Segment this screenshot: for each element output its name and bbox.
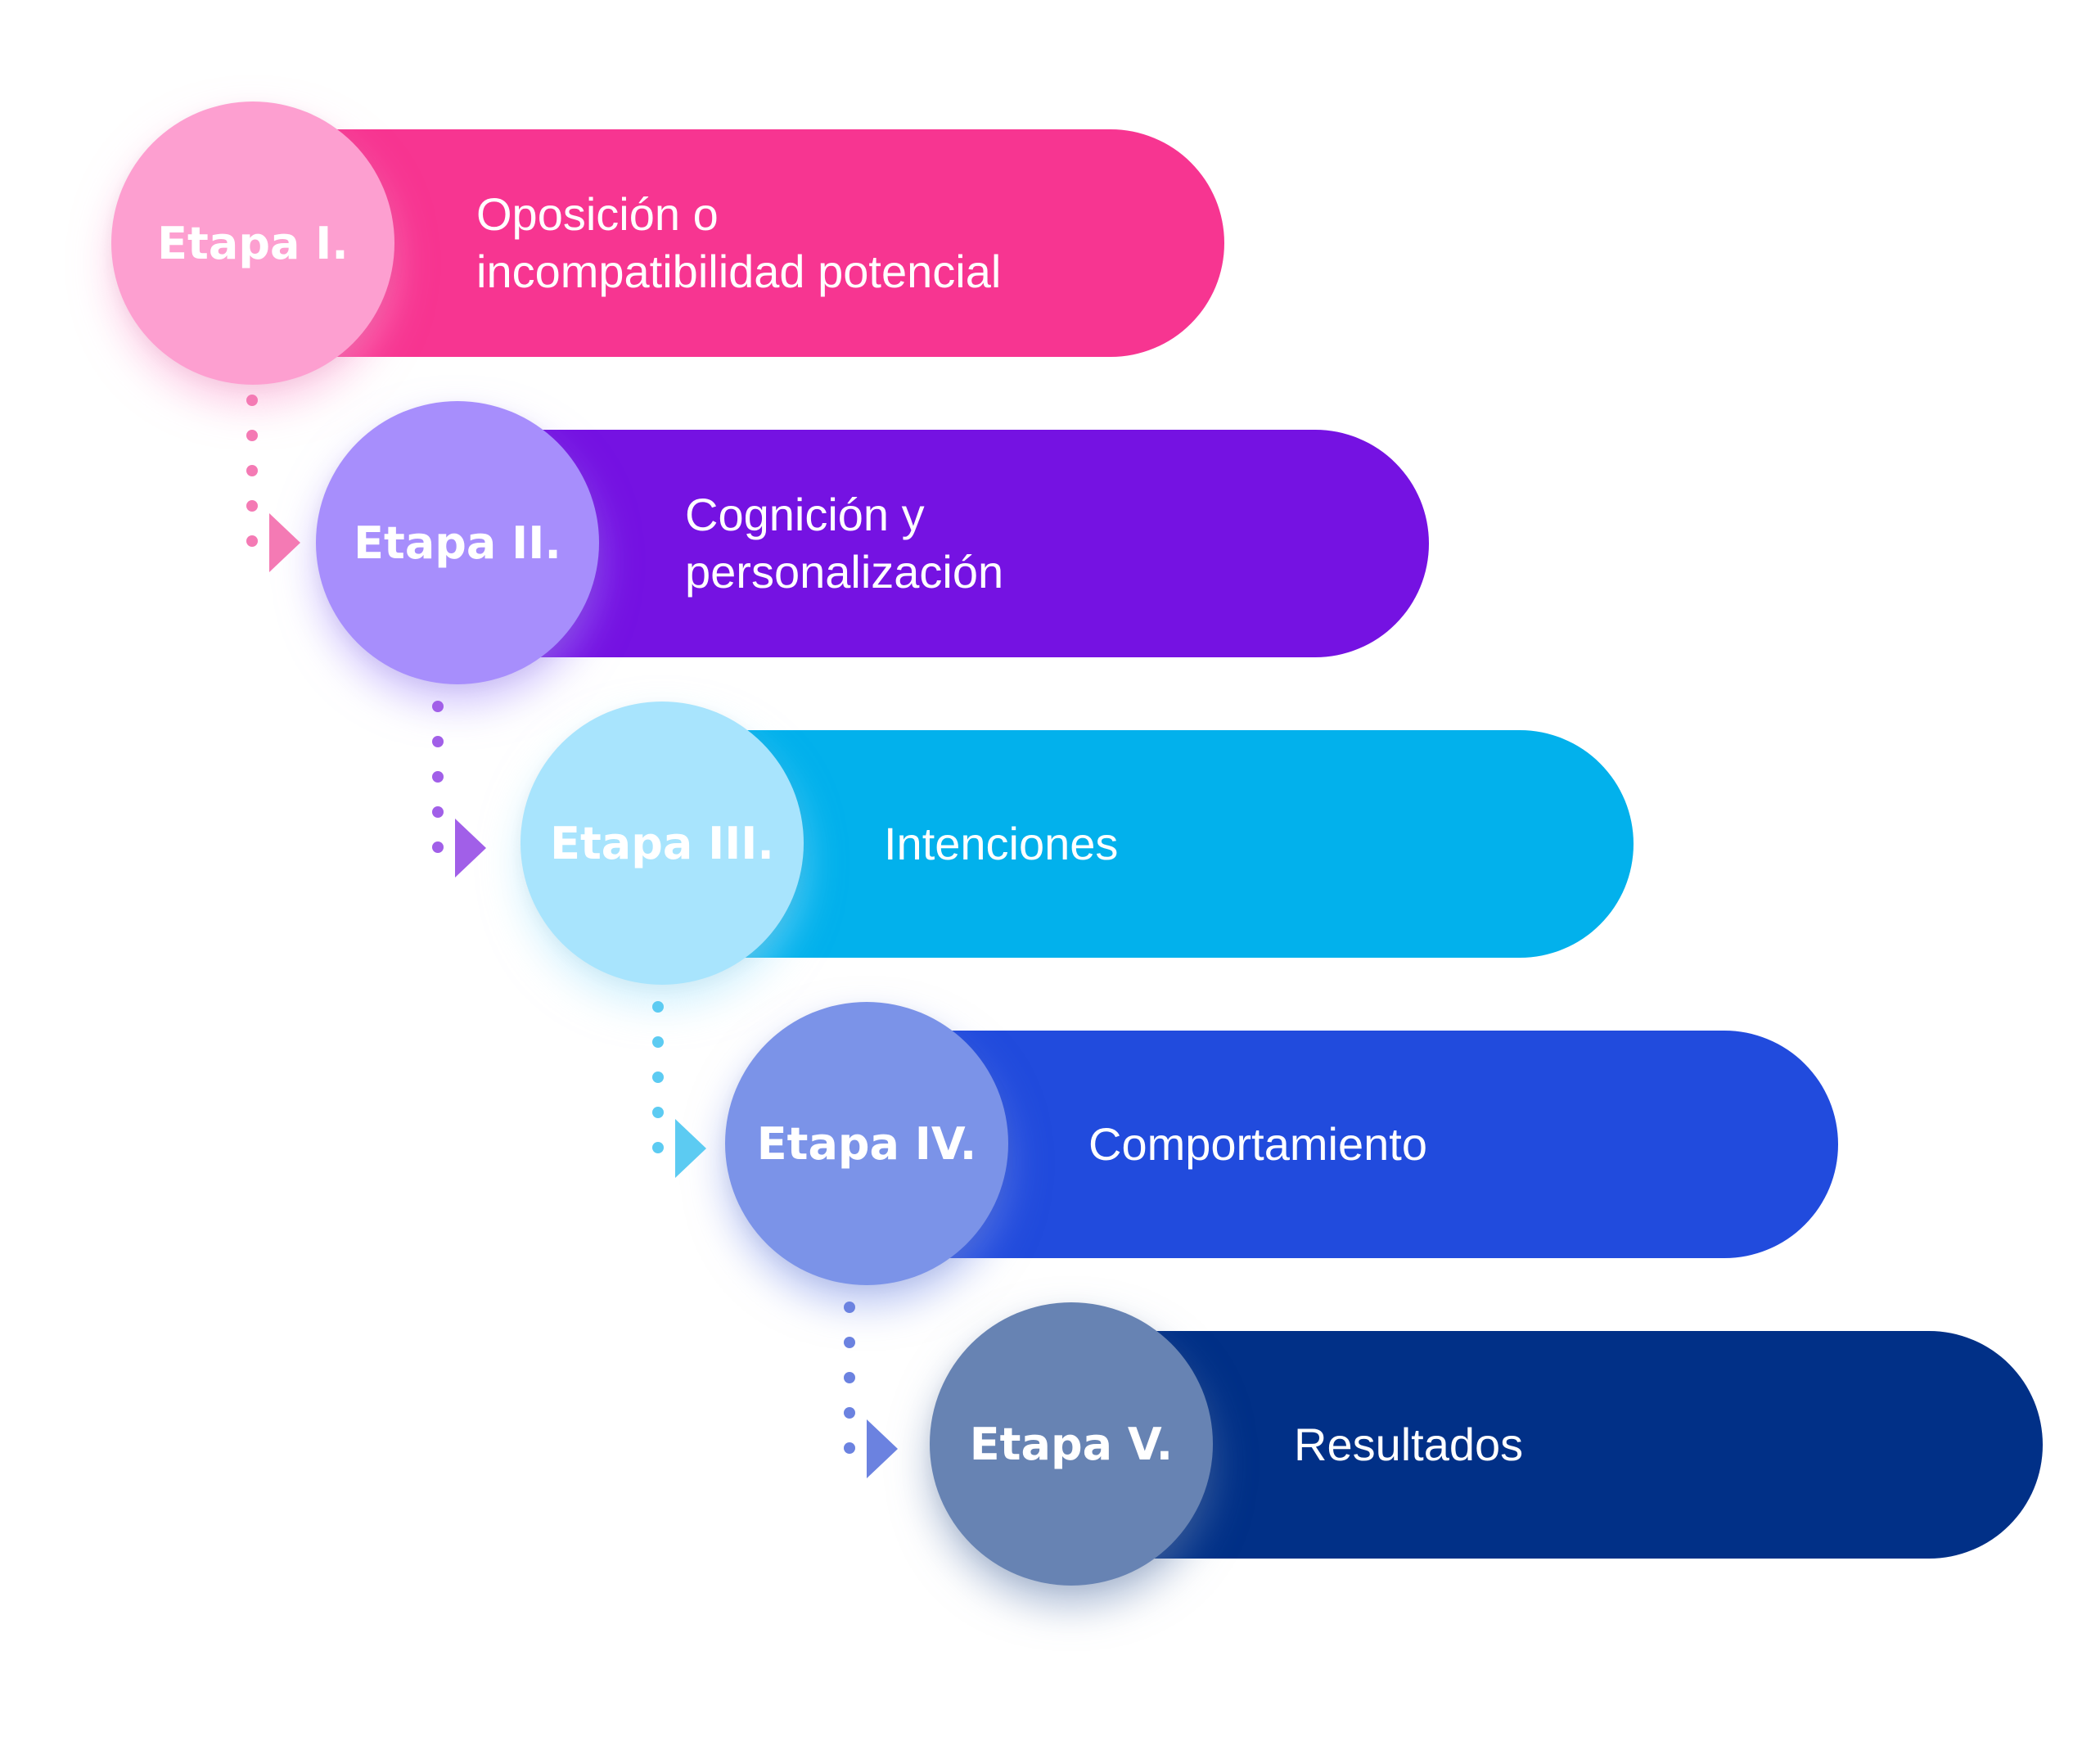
- stage-2-label: Etapa II.: [354, 517, 561, 569]
- stage-4-bar: Comportamiento: [859, 1031, 1838, 1258]
- stage-2-text: Cognición y personalización: [685, 489, 1004, 598]
- stage-3-circle: Etapa III.: [520, 702, 804, 985]
- connector-dot: [432, 771, 444, 783]
- stage-5-label: Etapa V.: [969, 1418, 1174, 1470]
- connector-dot: [844, 1302, 855, 1313]
- stage-3-text: Intenciones: [884, 818, 1119, 869]
- stage-4-circle: Etapa IV.: [725, 1002, 1008, 1285]
- arrow-right-icon: [675, 1119, 706, 1178]
- connector-dot: [246, 465, 258, 476]
- stage-4-label: Etapa IV.: [756, 1117, 977, 1170]
- connector-dot: [432, 736, 444, 747]
- stage-2-circle: Etapa II.: [316, 401, 599, 684]
- connector-dot: [652, 1142, 664, 1153]
- stage-5-circle: Etapa V.: [930, 1302, 1213, 1586]
- connector-dot: [432, 701, 444, 712]
- stage-1-bar: Oposición o incompatibilidad potencial: [246, 129, 1224, 357]
- connector-dot: [844, 1372, 855, 1383]
- stage-5-bar: Resultados: [1064, 1331, 2043, 1559]
- connector-dot: [246, 535, 258, 547]
- stage-1-circle: Etapa I.: [111, 102, 394, 385]
- stage-2-bar: Cognición y personalización: [450, 430, 1429, 657]
- stage-4-text: Comportamiento: [1088, 1118, 1427, 1170]
- arrow-right-icon: [269, 513, 300, 572]
- connector-dot: [652, 1001, 664, 1013]
- stage-1-text: Oposición o incompatibilidad potencial: [476, 188, 1002, 297]
- stage-3-label: Etapa III.: [550, 817, 774, 869]
- connector-dot: [246, 500, 258, 512]
- stage-3-bar: Intenciones: [655, 730, 1634, 958]
- connector-dot: [652, 1107, 664, 1118]
- connector-dot: [844, 1407, 855, 1419]
- connector-dot: [432, 806, 444, 818]
- connector-dot: [652, 1072, 664, 1083]
- connector-dot: [844, 1442, 855, 1454]
- connector-dot: [652, 1036, 664, 1048]
- connector-dot: [432, 841, 444, 853]
- connector-dot: [844, 1337, 855, 1348]
- arrow-right-icon: [867, 1419, 898, 1478]
- stage-5-text: Resultados: [1294, 1419, 1524, 1470]
- connector-dot: [246, 395, 258, 406]
- arrow-right-icon: [455, 819, 486, 878]
- stage-1-label: Etapa I.: [157, 217, 349, 269]
- connector-dot: [246, 430, 258, 441]
